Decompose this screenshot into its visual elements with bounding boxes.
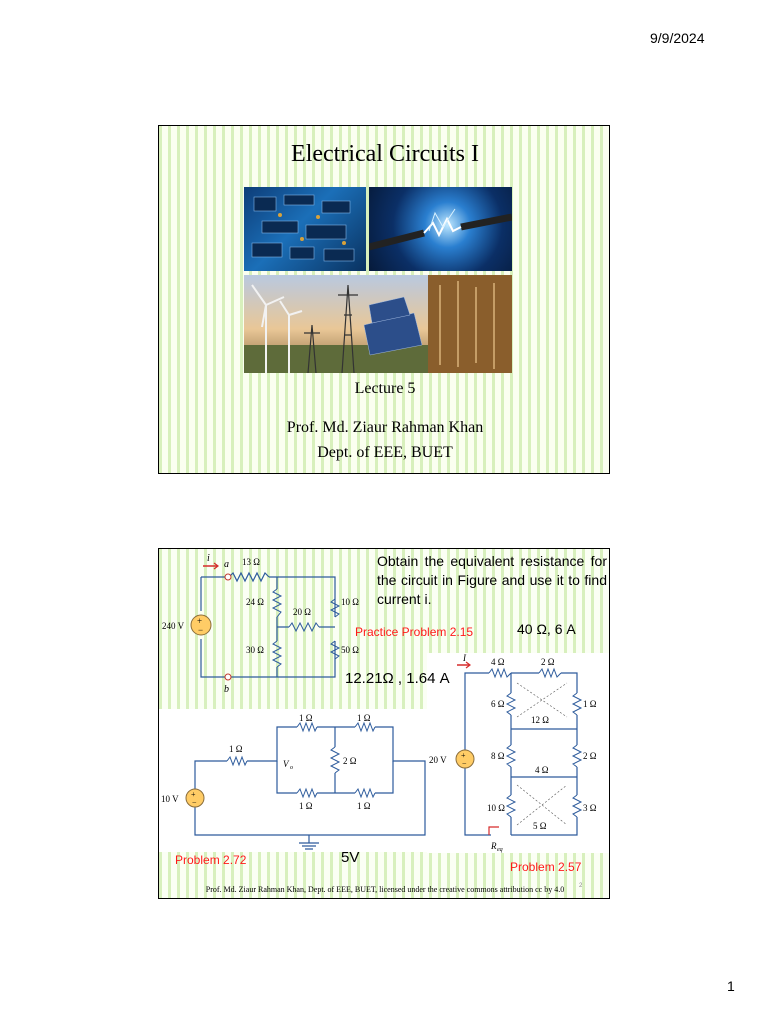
practice-answer: 40 Ω, 6 A: [517, 621, 576, 637]
electric-spark-photo: [369, 187, 512, 271]
problem-2-57-label: Problem 2.57: [510, 860, 582, 874]
node-vo-label: V: [283, 759, 290, 769]
question-text: Obtain the equivalent resistance for the…: [377, 553, 607, 607]
source-label: 20 V: [429, 755, 447, 765]
source-plus-sign: +: [461, 751, 466, 760]
resistor-8: 8 Ω: [491, 751, 505, 761]
current-label-I: I: [462, 653, 467, 663]
resistor-top-left: 1 Ω: [299, 713, 313, 723]
resistor-2-top: 2 Ω: [541, 657, 555, 667]
source-minus-sign: −: [462, 759, 467, 768]
source-minus-sign: −: [198, 625, 203, 635]
page-number: 1: [727, 978, 735, 994]
resistor-3: 3 Ω: [583, 803, 597, 813]
req-label: R: [490, 841, 497, 851]
resistor-bottom-right: 1 Ω: [357, 801, 371, 811]
slide-footer: Prof. Md. Ziaur Rahman Khan, Dept. of EE…: [205, 885, 565, 894]
resistor-4-top: 4 Ω: [491, 657, 505, 667]
node-a-label: a: [224, 559, 229, 570]
department: Dept. of EEE, BUET: [317, 444, 453, 461]
resistor-1: 1 Ω: [583, 699, 597, 709]
circuit-bg: [159, 709, 427, 852]
current-label-i: i: [207, 553, 210, 564]
power-energy-photo: [244, 275, 512, 373]
resistor-2-right: 2 Ω: [583, 751, 597, 761]
circuit-problem-2-57: + − 20 V I R eq 4 Ω 2 Ω 6 Ω 1 Ω 12 Ω 8 Ω…: [429, 653, 597, 853]
resistor-10: 10 Ω: [487, 803, 505, 813]
circuit-practice-2-15: + − i a b 240 V 13 Ω 24 Ω 20 Ω 10 Ω 30 Ω…: [162, 553, 359, 695]
resistor-30: 30 Ω: [246, 645, 264, 655]
author-name: Prof. Md. Ziaur Rahman Khan: [286, 419, 484, 436]
resistor-series: 1 Ω: [229, 744, 243, 754]
resistor-6: 6 Ω: [491, 699, 505, 709]
resistor-24: 24 Ω: [246, 597, 264, 607]
resistor-top-right: 1 Ω: [357, 713, 371, 723]
resistor-4-mid: 4 Ω: [535, 765, 549, 775]
node-vo-subscript: o: [290, 765, 293, 771]
source-plus-sign: +: [197, 616, 202, 626]
slide-title: Electrical Circuits I: [158, 125, 610, 474]
answer-vo: 5V: [341, 849, 360, 866]
source-label: 10 V: [161, 794, 179, 804]
resistor-12: 12 Ω: [531, 715, 549, 725]
node-b-label: b: [224, 684, 229, 695]
circuit-board-photo: [244, 187, 366, 271]
resistor-10: 10 Ω: [341, 597, 359, 607]
resistor-5: 5 Ω: [533, 821, 547, 831]
resistor-20: 20 Ω: [293, 607, 311, 617]
resistor-50: 50 Ω: [341, 645, 359, 655]
slide-number: 2: [579, 883, 583, 889]
resistor-bottom-left: 1 Ω: [299, 801, 313, 811]
resistor-middle: 2 Ω: [343, 756, 357, 766]
source-plus-sign: +: [191, 790, 196, 799]
slide-title-heading: Electrical Circuits I: [291, 141, 479, 167]
answer-equivalent-resistance: 12.21Ω , 1.64 A: [345, 670, 450, 687]
print-date: 9/9/2024: [650, 30, 705, 46]
source-label: 240 V: [162, 621, 185, 631]
lecture-number: Lecture 5: [354, 380, 416, 397]
slide-problems: + − i a b 240 V 13 Ω 24 Ω 20 Ω 10 Ω 30 Ω…: [158, 548, 610, 899]
practice-problem-label: Practice Problem 2.15: [355, 625, 474, 639]
circuit-problem-2-72: + − 10 V 1 Ω V o 1 Ω 1 Ω 2 Ω 1 Ω 1 Ω: [161, 713, 426, 850]
resistor-13: 13 Ω: [242, 557, 260, 567]
problem-2-72-label: Problem 2.72: [175, 853, 247, 867]
req-subscript: eq: [497, 847, 503, 853]
source-minus-sign: −: [192, 798, 197, 807]
